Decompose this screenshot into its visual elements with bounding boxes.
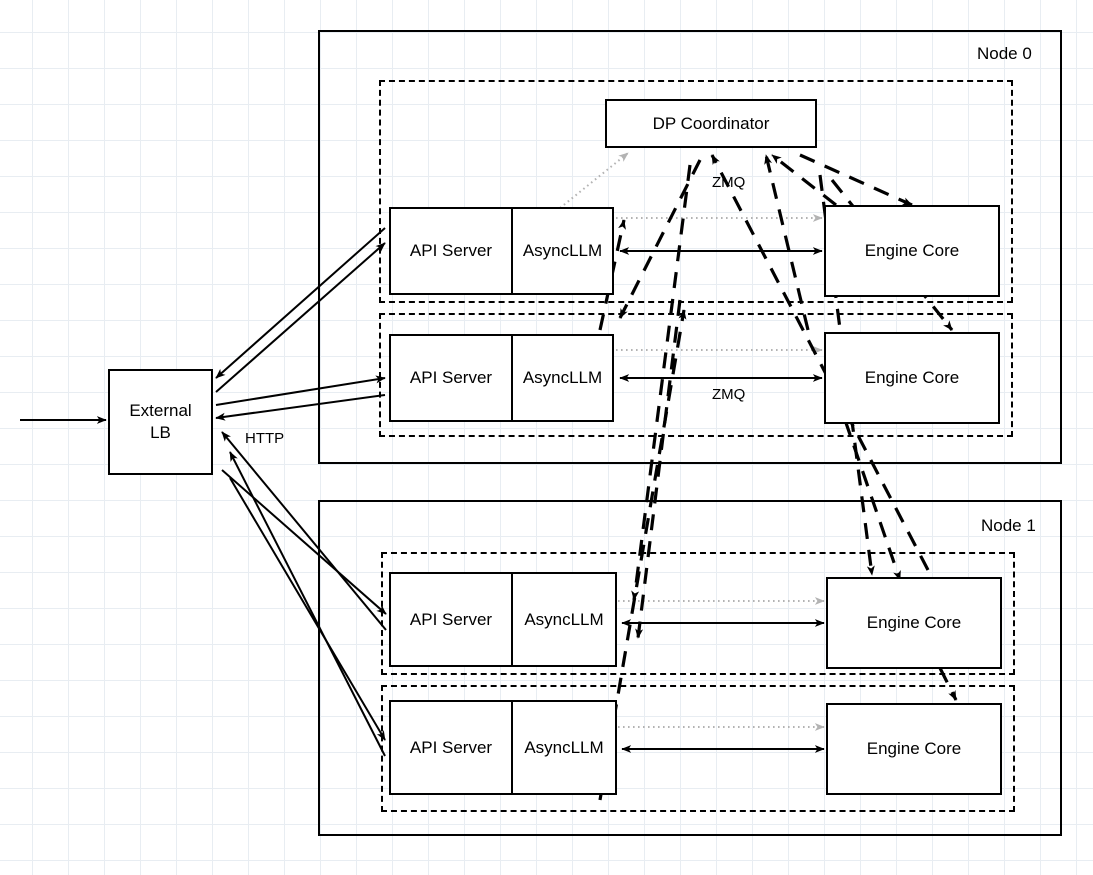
node-1-group-1-asyncllm[interactable]: AsyncLLM [513, 702, 615, 793]
external-lb-box[interactable]: External LB [108, 369, 213, 475]
asyncllm-label: AsyncLLM [524, 737, 604, 757]
api-server-label: API Server [409, 368, 493, 387]
dp-coordinator-label: DP Coordinator [652, 113, 770, 133]
api-server-label: API Server [409, 609, 493, 629]
api-server-label: API Server [409, 737, 493, 757]
node-0-group-0 [379, 80, 1013, 303]
wire-coord-to-n1g1-async [635, 299, 682, 639]
wire-lb-api-n0g0-in [215, 227, 386, 379]
wire-coord-to-n1g0-async [631, 164, 692, 601]
node-1-group-1-engine-core[interactable]: Engine Core [826, 703, 1002, 795]
node-1-container [318, 500, 1062, 836]
engine-core-label: Engine Core [866, 613, 962, 632]
node-0-group-0-engine-core[interactable]: Engine Core [824, 205, 1000, 297]
node-0-container [318, 30, 1062, 464]
node-0-group-1-zmq-label: ZMQ [712, 386, 746, 403]
node-1-group-0-server-pair[interactable]: API Server AsyncLLM [389, 572, 617, 667]
node-0-group-1-server-pair[interactable]: API Server AsyncLLM [389, 334, 614, 422]
external-lb-label-line1: External [129, 401, 192, 421]
wire-coord-n0g0-engine-up [771, 153, 837, 207]
node-0-group-0-server-pair[interactable]: API Server AsyncLLM [389, 207, 614, 295]
wire-lb-api-n0g0-out [215, 242, 386, 393]
asyncllm-label: AsyncLLM [522, 368, 603, 387]
node-0-group-1 [379, 313, 1013, 437]
wire-coord-to-n0g0-engine [799, 153, 913, 207]
node-0-group-0-asyncllm[interactable]: AsyncLLM [513, 209, 612, 293]
node-0-group-0-api-server[interactable]: API Server [391, 209, 513, 293]
wire-coord-to-n0g1-async [618, 159, 702, 319]
node-0-group-0-zmq-label: ZMQ [712, 174, 746, 191]
wire-lb-api-n0g1-out [215, 375, 386, 406]
wire-coord-n0g1-engine-up [764, 154, 810, 331]
asyncllm-label: AsyncLLM [522, 241, 603, 260]
engine-core-label: Engine Core [864, 368, 960, 387]
wire-lb-api-n1g0-out [221, 469, 387, 615]
node-0-group-1-asyncllm[interactable]: AsyncLLM [513, 336, 612, 420]
node-0-label: Node 0 [977, 44, 1032, 63]
http-label: HTTP [245, 430, 285, 447]
node-1-group-1-server-pair[interactable]: API Server AsyncLLM [389, 700, 617, 795]
wire-lb-api-n1g0-in [221, 431, 387, 631]
node-0-group-1-api-server[interactable]: API Server [391, 336, 513, 420]
node-1-group-1 [381, 685, 1015, 812]
dp-coordinator-box[interactable]: DP Coordinator [605, 99, 817, 148]
asyncllm-label: AsyncLLM [524, 609, 604, 629]
node-1-label: Node 1 [981, 516, 1036, 535]
external-lb-label-line2: LB [150, 423, 171, 442]
node-1-group-1-api-server[interactable]: API Server [391, 702, 513, 793]
node-1-group-0-api-server[interactable]: API Server [391, 574, 513, 665]
engine-core-label: Engine Core [864, 241, 960, 260]
node-1-group-0-asyncllm[interactable]: AsyncLLM [513, 574, 615, 665]
node-0-group-1-engine-core[interactable]: Engine Core [824, 332, 1000, 424]
api-server-label: API Server [409, 241, 493, 260]
node-1-group-0-engine-core[interactable]: Engine Core [826, 577, 1002, 669]
engine-core-label: Engine Core [866, 739, 962, 758]
wire-lb-api-n1g1-out [229, 477, 386, 741]
wire-lb-api-n1g1-in [229, 451, 386, 757]
wire-coord-n1g0-engine-up [710, 154, 930, 571]
wire-lb-api-n0g1-in [215, 394, 386, 421]
